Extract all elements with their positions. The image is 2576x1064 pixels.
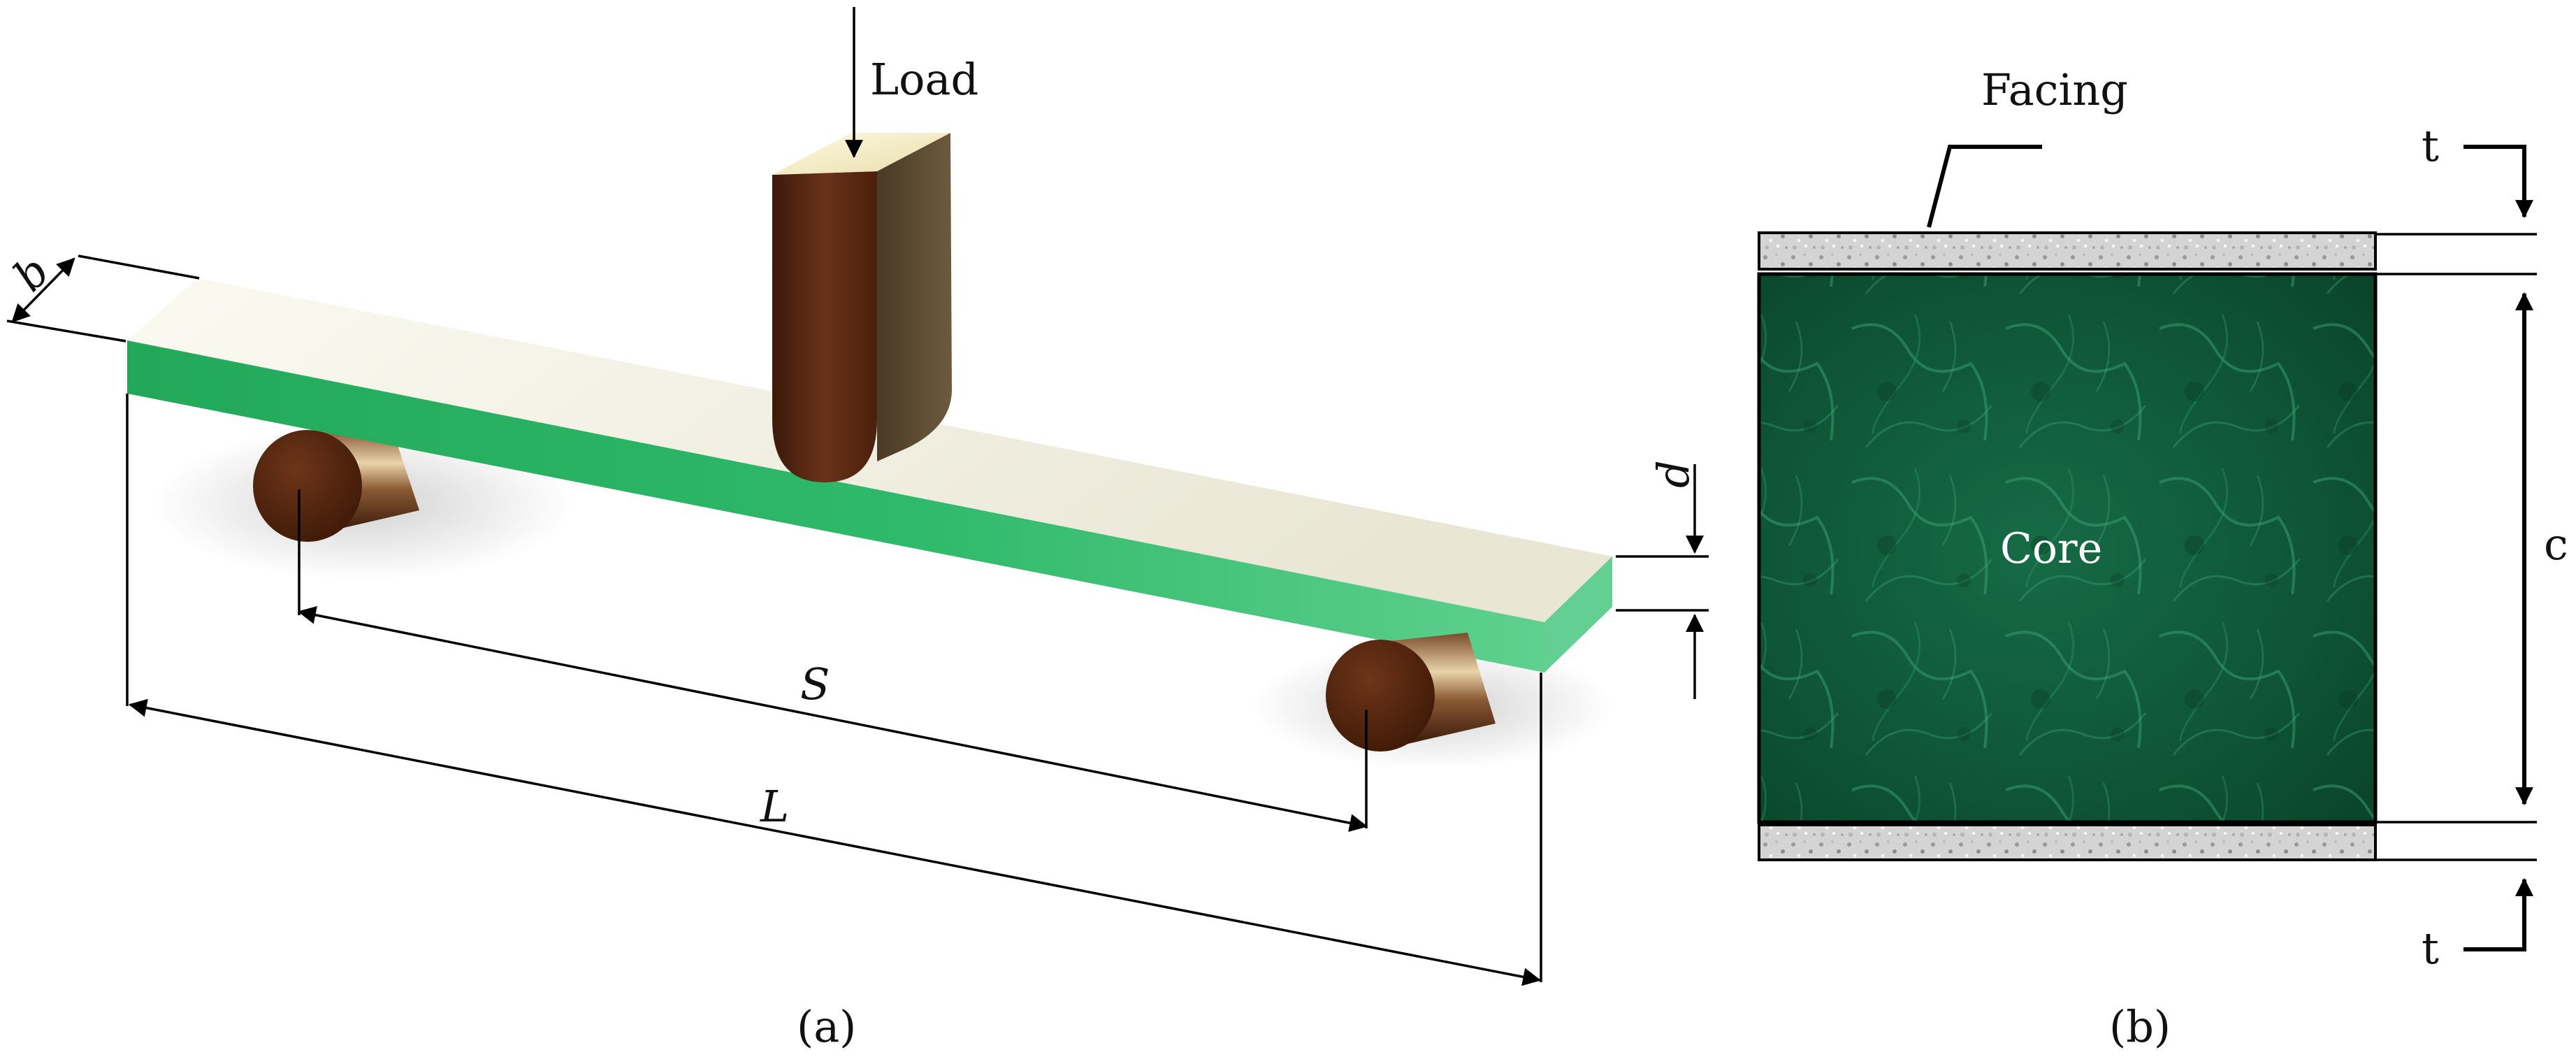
bottom-thickness-dimension: t <box>2422 877 2533 974</box>
core-thickness-dimension: c <box>2515 292 2568 806</box>
facing-label: Facing <box>1981 64 2128 115</box>
panel-b-caption: (b) <box>2109 1001 2171 1052</box>
depth-dimension: d <box>1616 460 1709 699</box>
top-thickness-dimension: t <box>2422 120 2533 219</box>
beam-end-face <box>1544 556 1612 673</box>
left-support-roller <box>253 426 419 542</box>
panel-b: Facing Core t c t <box>1757 64 2568 1052</box>
core-label: Core <box>2000 524 2102 573</box>
facing-leader-line <box>1927 145 2042 228</box>
panel-a-caption: (a) <box>797 1001 856 1052</box>
span-label: S <box>800 659 830 710</box>
panel-a: Load b d S L (a) <box>3 7 1709 1052</box>
core-thickness-label: c <box>2544 519 2568 570</box>
depth-label: d <box>1648 460 1699 488</box>
indenter-front-face <box>772 171 877 482</box>
length-dimension: L <box>126 394 1542 986</box>
length-label: L <box>760 781 789 832</box>
indenter-side-face <box>877 133 952 461</box>
bottom-thickness-label: t <box>2422 923 2439 974</box>
core-layer <box>1757 272 2378 824</box>
bottom-facing-layer <box>1758 824 2377 861</box>
loading-indenter <box>772 133 952 482</box>
width-label: b <box>3 245 59 301</box>
load-label: Load <box>870 54 978 105</box>
top-facing-layer <box>1758 231 2377 271</box>
top-thickness-label: t <box>2422 120 2439 171</box>
beam-front-face <box>127 340 1544 673</box>
